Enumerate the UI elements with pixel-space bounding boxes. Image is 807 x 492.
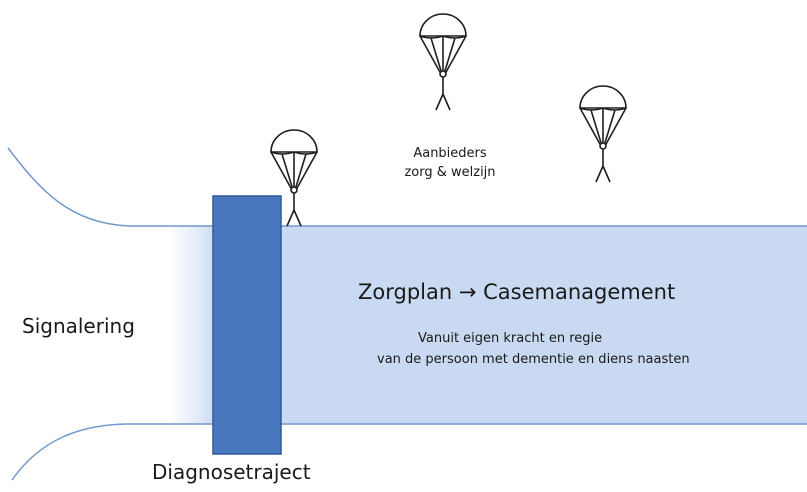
providers-line-1: Aanbieders: [413, 146, 487, 161]
parachute-person-icon: [419, 13, 467, 111]
parachute-person-icon: [270, 129, 318, 227]
zorgplan-title: Zorgplan → Casemanagement: [358, 280, 676, 304]
diagnose-label: Diagnosetraject: [152, 460, 311, 484]
funnel-top-curve: [7, 147, 216, 227]
signalering-label: Signalering: [22, 314, 135, 338]
diagnosis-bar: [212, 195, 282, 455]
zorgplan-subtitle-line-1: Vanuit eigen kracht en regie: [418, 331, 603, 346]
channel-fade: [168, 226, 216, 424]
parachute-person-icon: [579, 85, 627, 183]
funnel-bottom-curve: [11, 423, 216, 481]
care-channel: [214, 226, 807, 424]
zorgplan-subtitle-line-2: van de persoon met dementie en diens naa…: [377, 352, 690, 367]
providers-label: Aanbieders zorg & welzijn: [390, 144, 510, 182]
providers-line-2: zorg & welzijn: [404, 165, 496, 180]
